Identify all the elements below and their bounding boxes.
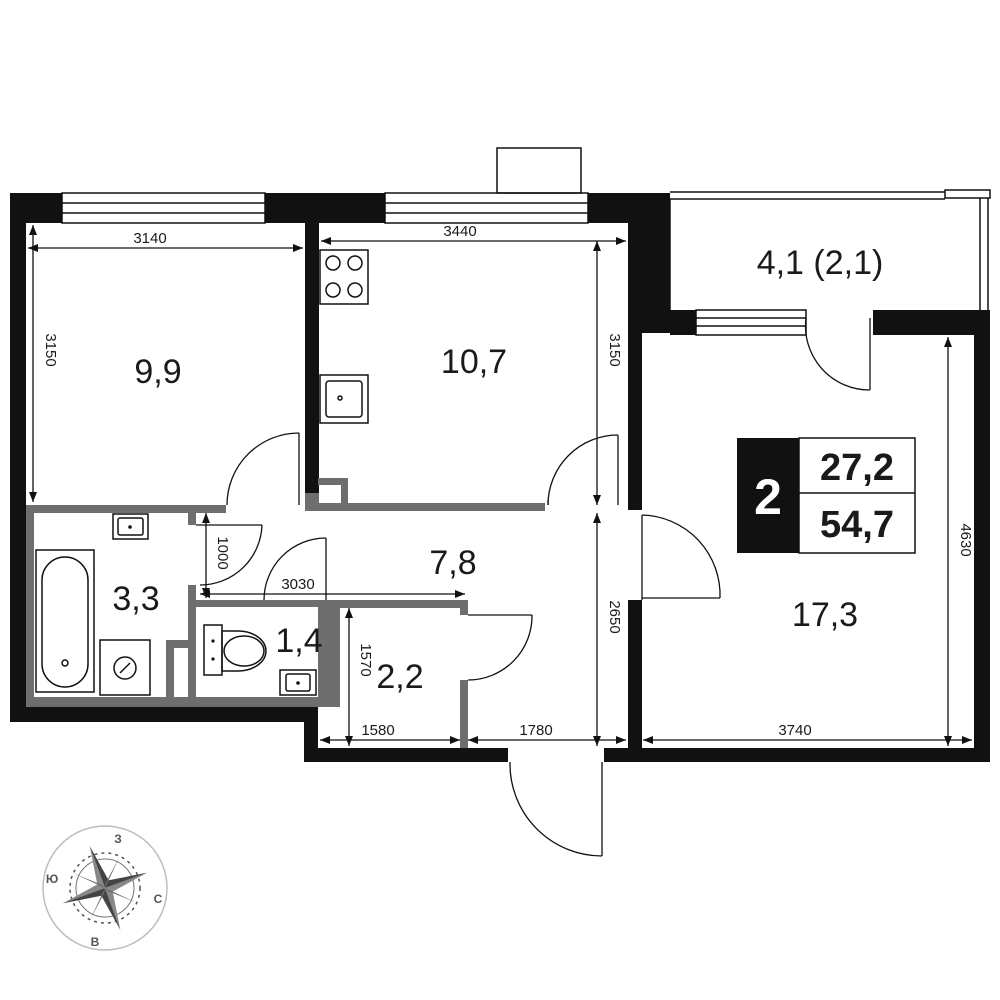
room-area-bedroom: 9,9 (134, 353, 181, 391)
fixtures (35, 249, 369, 696)
dim-living-width: 3740 (778, 722, 811, 739)
compass-south-label: В (91, 935, 100, 949)
room-area-toilet: 1,4 (275, 622, 322, 660)
dim-bedroom-width: 3140 (133, 230, 166, 247)
dim-living-depth: 4630 (957, 523, 974, 556)
room-area-storage: 2,2 (376, 658, 423, 696)
compass-east-label: С (154, 892, 163, 906)
dim-hall-length: 3030 (281, 576, 314, 593)
dim-bedroom-depth: 3150 (42, 333, 59, 366)
compass-rose-icon: З В Ю С (42, 825, 168, 951)
doors (196, 317, 871, 857)
badge-rooms-count: 2 (754, 469, 782, 525)
compass-west-label: Ю (46, 872, 58, 886)
dim-kitchen-width: 3440 (443, 223, 476, 240)
dim-kitchen-depth: 3150 (606, 333, 623, 366)
badge-living-area: 27,2 (820, 447, 894, 489)
dimension-lines (28, 225, 972, 746)
dim-storage-width: 1580 (361, 722, 394, 739)
exterior-walls (10, 193, 990, 762)
room-area-balcony: 4,1 (2,1) (757, 244, 884, 282)
dim-entry-width: 1780 (519, 722, 552, 739)
dim-storage-depth: 1570 (357, 643, 374, 676)
room-area-bathroom: 3,3 (112, 580, 159, 618)
dim-hall-depth: 1000 (214, 536, 231, 569)
room-area-kitchen: 10,7 (441, 343, 507, 381)
room-area-hall: 7,8 (429, 544, 476, 582)
dim-corridor-depth: 2650 (606, 600, 623, 633)
windows (61, 147, 991, 336)
compass-north-label: З (114, 832, 122, 846)
partition-walls (26, 478, 545, 748)
area-badge: 2 27,2 54,7 (737, 437, 916, 554)
room-area-living: 17,3 (792, 596, 858, 634)
badge-total-area: 54,7 (820, 504, 894, 546)
